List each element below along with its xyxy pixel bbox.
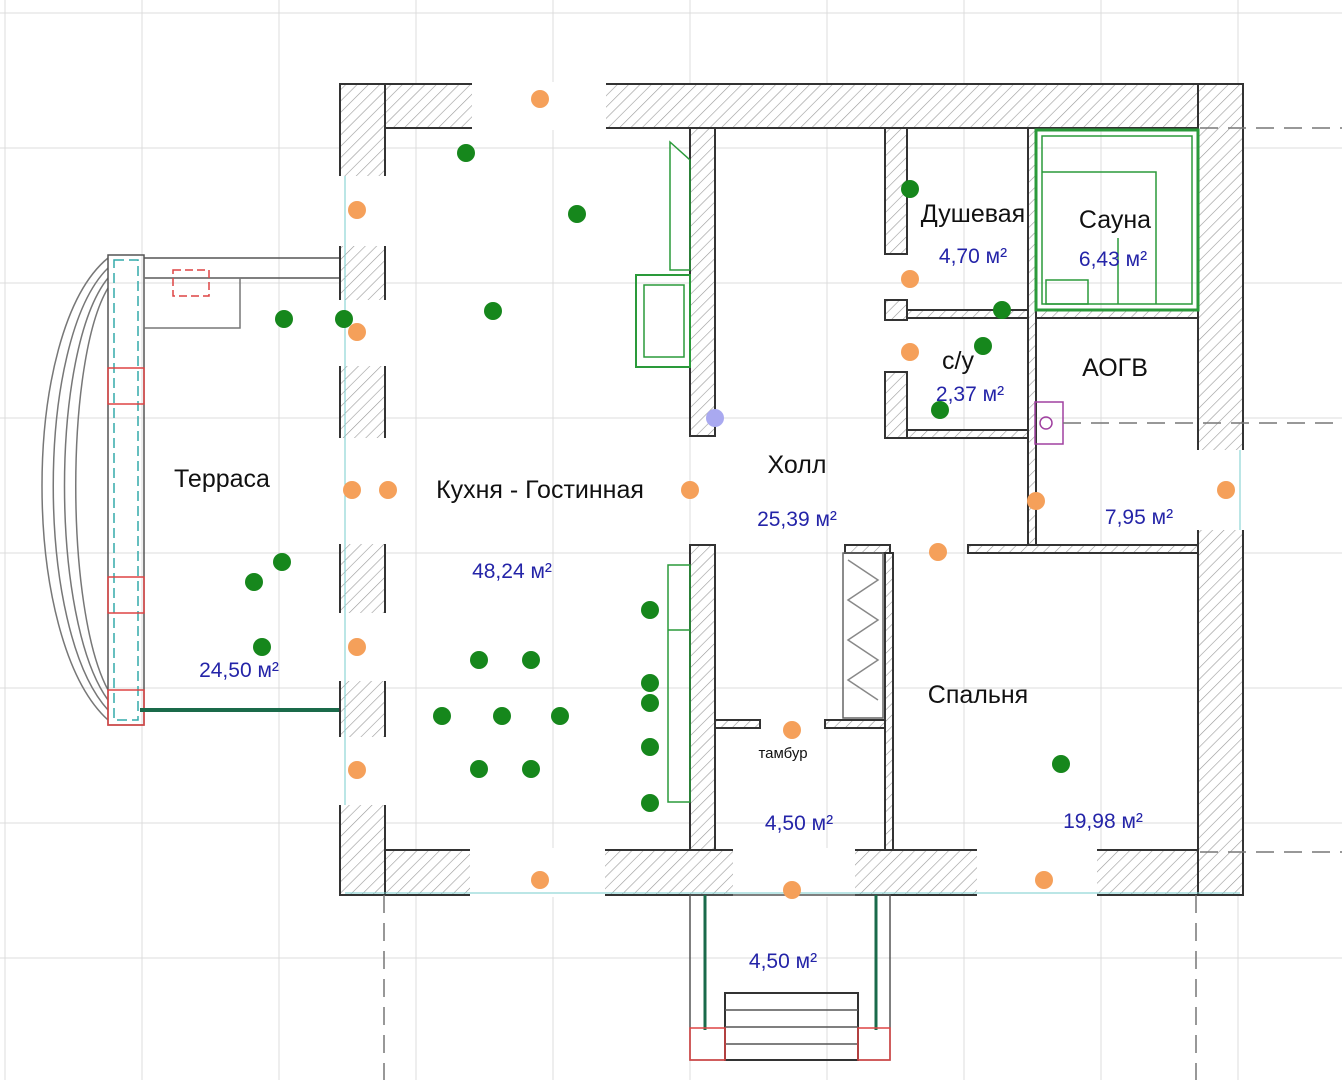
green-point (901, 180, 919, 198)
room-area-kitchen: 48,24 м² (472, 560, 552, 583)
room-area-bedroom: 19,98 м² (1063, 810, 1143, 833)
green-point (493, 707, 511, 725)
green-point (433, 707, 451, 725)
porch (689, 894, 891, 1061)
green-point (551, 707, 569, 725)
room-area-wc: 2,37 м² (936, 383, 1004, 406)
room-area-boiler: 7,95 м² (1105, 506, 1173, 529)
orange-point (348, 638, 366, 656)
green-point (641, 794, 659, 812)
green-point (568, 205, 586, 223)
room-name-kitchen: Кухня - Гостинная (436, 476, 644, 504)
room-name-wc: с/у (942, 347, 974, 375)
orange-point (901, 343, 919, 361)
green-point (457, 144, 475, 162)
orange-point (783, 721, 801, 739)
green-point (641, 601, 659, 619)
room-name-bedroom: Спальня (928, 681, 1028, 709)
room-area-porch: 4,50 м² (749, 950, 817, 973)
orange-point (1027, 492, 1045, 510)
green-point (484, 302, 502, 320)
green-point (470, 760, 488, 778)
green-point (974, 337, 992, 355)
green-point (931, 401, 949, 419)
orange-point (379, 481, 397, 499)
fixtures (635, 128, 1200, 803)
green-point (641, 694, 659, 712)
orange-point (681, 481, 699, 499)
orange-point (531, 90, 549, 108)
green-point (1052, 755, 1070, 773)
room-area-shower: 4,70 м² (939, 245, 1007, 268)
boiler-unit (1034, 401, 1064, 445)
orange-point (901, 270, 919, 288)
orange-point (343, 481, 361, 499)
room-name-boiler: АОГВ (1082, 354, 1148, 382)
green-point (470, 651, 488, 669)
green-point (275, 310, 293, 328)
axis-lines (383, 127, 1342, 1080)
orange-point (531, 871, 549, 889)
room-area-hall: 25,39 м² (757, 508, 837, 531)
room-name-sauna: Сауна (1079, 206, 1151, 234)
green-point (522, 651, 540, 669)
green-point (641, 738, 659, 756)
orange-point (929, 543, 947, 561)
room-area-sauna: 6,43 м² (1079, 248, 1147, 271)
room-name-terrace: Терраса (174, 465, 270, 493)
room-name-shower: Душевая (921, 200, 1025, 228)
green-point (522, 760, 540, 778)
orange-point (348, 201, 366, 219)
green-point (273, 553, 291, 571)
purple-point (706, 409, 724, 427)
green-point (993, 301, 1011, 319)
green-point (641, 674, 659, 692)
room-area-vestibule: 4,50 м² (765, 812, 833, 835)
green-point (253, 638, 271, 656)
orange-point (1217, 481, 1235, 499)
orange-point (783, 881, 801, 899)
room-name-hall: Холл (768, 451, 827, 479)
room-name-vestibule: тамбур (758, 745, 807, 762)
room-area-terrace: 24,50 м² (199, 659, 279, 682)
lighting-points (245, 90, 1235, 899)
openings (338, 82, 1245, 897)
orange-point (1035, 871, 1053, 889)
terrace-structure (41, 254, 345, 726)
orange-point (348, 761, 366, 779)
orange-point (348, 323, 366, 341)
green-point (245, 573, 263, 591)
green-point (335, 310, 353, 328)
interior-walls (689, 127, 1199, 851)
